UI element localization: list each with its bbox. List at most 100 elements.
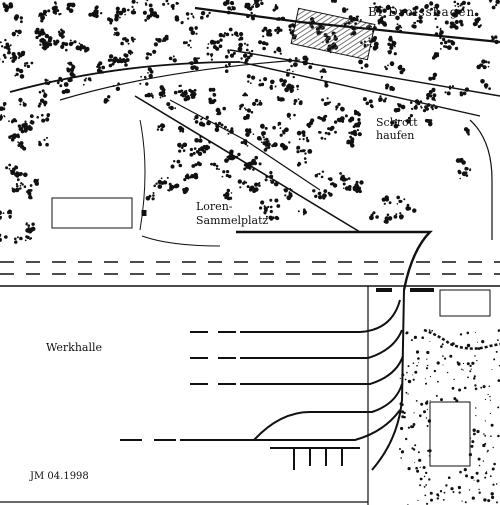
dashed-road (0, 261, 500, 275)
gravel-dot (413, 335, 417, 339)
gravel-dot (465, 474, 468, 478)
gravel-dot (470, 368, 472, 370)
gravel-dot (472, 428, 476, 432)
gravel-dot (481, 340, 485, 344)
tree-cluster-icon (156, 123, 166, 132)
gravel-dot (429, 376, 432, 378)
tree-cluster-icon (314, 170, 325, 179)
gravel-dot (450, 487, 454, 491)
tree-cluster-icon (35, 27, 46, 35)
tree-cluster-icon (426, 92, 436, 102)
tree-cluster-icon (117, 7, 127, 19)
gravel-dot (458, 491, 461, 494)
tree-cluster-icon (24, 235, 33, 242)
gravel-dot (414, 444, 417, 447)
east-curve-track (469, 119, 493, 240)
gravel-dot (483, 498, 487, 502)
gravel-dot (468, 453, 472, 457)
tree-cluster-icon (327, 125, 337, 136)
tree-cluster-icon (189, 172, 199, 180)
tree-cluster-icon (431, 52, 440, 60)
gravel-dot (407, 467, 411, 471)
scrap-heap-label: Schrott haufen (376, 116, 446, 142)
gravel-dot (497, 329, 500, 332)
tree-cluster-icon (256, 136, 267, 146)
tree-cluster-icon (446, 39, 459, 51)
tree-cluster-icon (242, 92, 249, 97)
workshop-hall-label: Werkhalle (46, 341, 103, 354)
werkhalle-outline (0, 285, 500, 505)
tree-cluster-icon (215, 106, 226, 116)
gravel-dot (416, 365, 418, 367)
gravel-dot (478, 488, 480, 491)
gravel-dot (429, 491, 433, 495)
tree-cluster-icon (38, 136, 49, 147)
short-spur-2 (141, 235, 221, 247)
gravel-dot (445, 484, 448, 487)
tree-cluster-icon (25, 222, 36, 233)
tree-cluster-icon (210, 162, 220, 171)
gravel-dot (458, 388, 462, 392)
gravel-dot (484, 476, 487, 479)
tree-cluster-icon (178, 125, 185, 133)
tree-cluster-icon (120, 37, 130, 46)
tree-cluster-icon (302, 55, 309, 63)
tree-cluster-icon (56, 76, 64, 88)
tree-cluster-icon (130, 36, 136, 43)
tree-cluster-icon (261, 134, 269, 144)
gravel-dot (493, 462, 496, 466)
tree-cluster-icon (237, 42, 249, 52)
tree-cluster-icon (145, 192, 155, 201)
tree-cluster-icon (206, 52, 214, 61)
gravel-dot (493, 358, 496, 361)
gravel-dot (428, 329, 431, 331)
gravel-dot (466, 331, 470, 335)
tree-cluster-icon (488, 0, 500, 10)
tree-cluster-icon (253, 0, 264, 8)
tree-cluster-icon (322, 189, 333, 200)
tree-cluster-icon (283, 187, 293, 197)
gravel-dot (487, 449, 489, 452)
gravel-dot (412, 374, 414, 376)
embankment-edge (423, 328, 500, 350)
tree-cluster-icon (40, 10, 47, 21)
hall-lead-track (371, 289, 405, 471)
tree-cluster-icon (127, 5, 137, 15)
gravel-dot (425, 484, 427, 486)
tree-cluster-icon (377, 19, 387, 27)
tree-cluster-icon (237, 179, 248, 189)
tree-cluster-icon (212, 40, 223, 51)
tree-cluster-icon (66, 2, 76, 13)
gravel-dot (419, 484, 422, 487)
tree-cluster-icon (395, 8, 408, 21)
gravel-dot (469, 437, 472, 440)
tree-cluster-icon (0, 210, 5, 221)
tree-cluster-icon (159, 90, 166, 99)
tree-cluster-icon (23, 61, 34, 69)
tree-cluster-icon (103, 95, 111, 104)
tree-cluster-icon (88, 12, 99, 19)
tree-cluster-icon (37, 98, 48, 108)
gravel-dot (446, 371, 449, 374)
gravel-dot (475, 471, 479, 475)
tree-cluster-icon (11, 29, 22, 37)
gravel-dot (457, 362, 461, 366)
tree-cluster-icon (350, 125, 362, 137)
tree-cluster-icon (269, 198, 281, 209)
gravel-dot (478, 464, 481, 467)
gravel-dot (463, 468, 467, 472)
tree-cluster-icon (166, 102, 177, 111)
tree-cluster-icon (269, 179, 279, 187)
tree-cluster-icon (224, 62, 231, 73)
tree-cluster-icon (162, 0, 170, 6)
gravel-dot (412, 362, 415, 365)
author-credit-label: JM 04.1998 (30, 471, 89, 482)
tree-cluster-icon (15, 182, 24, 190)
tree-cluster-icon (428, 72, 438, 81)
gravel-dot (497, 434, 500, 438)
gravel-dot (468, 489, 471, 491)
tree-cluster-icon (68, 39, 77, 47)
tree-cluster-icon (352, 180, 364, 190)
gravel-dot (407, 426, 410, 429)
loren-label-line1: Loren- (196, 200, 233, 213)
